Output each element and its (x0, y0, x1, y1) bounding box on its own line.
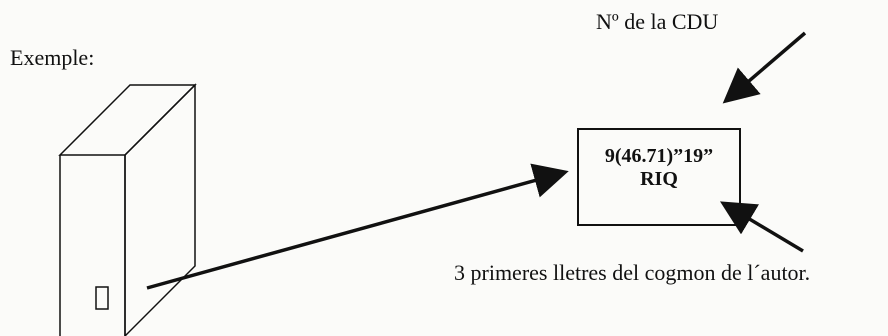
book-spine-drawing (58, 83, 197, 336)
author-letters-label: 3 primeres lletres del cogmon de l´autor… (454, 260, 811, 285)
call-number-label-box: 9(46.71)”19” RIQ (577, 128, 741, 226)
spine-to-label-arrow (146, 163, 569, 290)
cdu-number-label: Nº de la CDU (596, 9, 719, 34)
example-label: Exemple: (10, 45, 95, 70)
cdu-pointer-arrow (722, 31, 807, 104)
author-code: RIQ (640, 168, 678, 190)
cdu-call-number: 9(46.71)”19” (604, 145, 714, 167)
spine-label-icon (95, 286, 109, 310)
author-pointer-arrow (719, 201, 804, 253)
